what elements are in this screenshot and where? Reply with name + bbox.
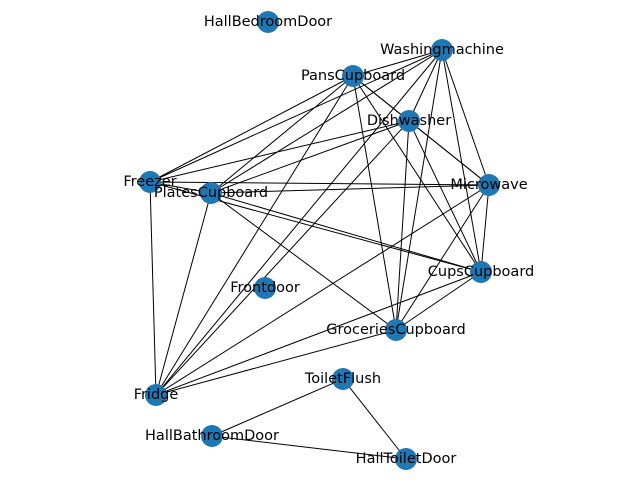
edge-pans-cupboard-freezer [149, 75, 354, 183]
edge-dishwasher-microwave [408, 120, 490, 186]
edge-washingmachine-plates-cupboard [210, 49, 443, 194]
edge-freezer-microwave [149, 181, 490, 186]
node-plates-cupboard [200, 182, 222, 204]
edge-dishwasher-groceries-cupboard [395, 120, 410, 331]
edge-plates-cupboard-groceries-cupboard [210, 192, 397, 331]
node-dishwasher [398, 110, 420, 132]
node-cups-cupboard [470, 261, 492, 283]
graph-nodes [139, 11, 500, 470]
edge-hall-bathroom-door-hall-toilet-door [211, 435, 407, 460]
edge-dishwasher-freezer [149, 120, 410, 183]
edge-washingmachine-freezer [149, 49, 443, 183]
node-label-frontdoor: Frontdoor [230, 280, 300, 296]
edge-microwave-fridge [155, 184, 490, 396]
edge-cups-cupboard-groceries-cupboard [395, 271, 482, 331]
node-label-plates-cupboard: PlatesCupboard [154, 185, 268, 201]
edge-dishwasher-cups-cupboard [408, 120, 482, 273]
node-toilet-flush [332, 368, 354, 390]
edge-toilet-flush-hall-bathroom-door [211, 378, 344, 437]
edge-microwave-cups-cupboard [480, 184, 490, 273]
edge-cups-cupboard-fridge [155, 271, 482, 396]
node-freezer [139, 171, 161, 193]
graph-labels: HallBedroomDoorWashingmachinePansCupboar… [123, 14, 534, 467]
edge-toilet-flush-hall-toilet-door [342, 378, 407, 460]
node-pans-cupboard [342, 65, 364, 87]
node-hall-bathroom-door [201, 425, 223, 447]
edge-plates-cupboard-microwave [210, 184, 490, 194]
graph-edges [149, 49, 490, 460]
node-microwave [478, 174, 500, 196]
edge-groceries-cupboard-fridge [155, 329, 397, 396]
edge-freezer-fridge [149, 181, 157, 396]
edge-washingmachine-groceries-cupboard [395, 49, 443, 331]
node-label-fridge: Fridge [134, 387, 179, 403]
edge-plates-cupboard-cups-cupboard [210, 192, 482, 273]
edge-pans-cupboard-fridge [155, 75, 354, 396]
node-label-washingmachine: Washingmachine [380, 42, 504, 58]
node-frontdoor [254, 277, 276, 299]
edge-washingmachine-microwave [441, 49, 490, 186]
node-hall-bedroom-door [257, 11, 279, 33]
edge-pans-cupboard-groceries-cupboard [352, 75, 397, 331]
node-label-freezer: Freezer [123, 174, 176, 190]
edge-pans-cupboard-cups-cupboard [352, 75, 482, 273]
node-label-toilet-flush: ToiletFlush [304, 371, 381, 387]
edge-washingmachine-dishwasher [408, 49, 443, 122]
node-label-hall-bathroom-door: HallBathroomDoor [145, 428, 279, 444]
node-label-hall-bedroom-door: HallBedroomDoor [204, 14, 332, 30]
node-label-microwave: Microwave [450, 177, 527, 193]
node-label-cups-cupboard: CupsCupboard [428, 264, 534, 280]
node-fridge [145, 384, 167, 406]
edge-microwave-groceries-cupboard [395, 184, 490, 331]
edge-washingmachine-pans-cupboard [352, 49, 443, 77]
node-hall-toilet-door [395, 448, 417, 470]
node-groceries-cupboard [385, 319, 407, 341]
node-washingmachine [431, 39, 453, 61]
node-label-dishwasher: Dishwasher [367, 113, 451, 129]
edge-pans-cupboard-plates-cupboard [210, 75, 354, 194]
edge-dishwasher-plates-cupboard [210, 120, 410, 194]
edge-washingmachine-cups-cupboard [441, 49, 482, 273]
node-label-groceries-cupboard: GroceriesCupboard [326, 322, 466, 338]
node-label-pans-cupboard: PansCupboard [301, 68, 405, 84]
node-label-hall-toilet-door: HallToiletDoor [356, 451, 457, 467]
edge-plates-cupboard-fridge [155, 192, 212, 396]
edge-dishwasher-fridge [155, 120, 410, 396]
